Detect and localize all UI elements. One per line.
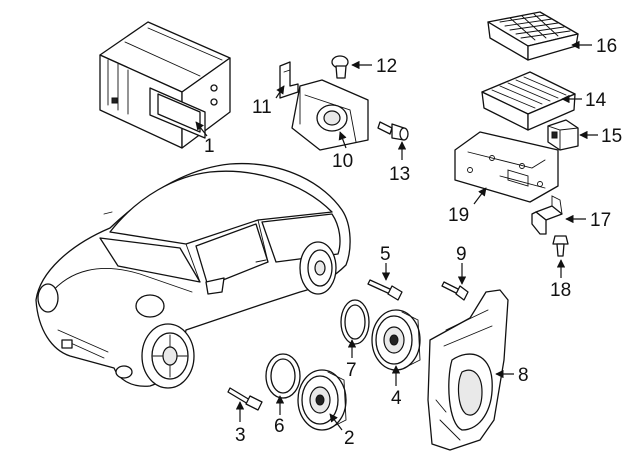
callout-4: 4 [391, 388, 402, 409]
callout-15: 15 [601, 126, 622, 147]
bolt-13 [377, 121, 409, 141]
callout-9: 9 [456, 244, 467, 265]
callout-2: 2 [344, 428, 355, 449]
module-15 [547, 119, 579, 151]
ring-6 [265, 353, 301, 399]
bracket-19 [454, 131, 559, 203]
radio-head-unit [99, 21, 231, 149]
module-16 [487, 11, 579, 61]
callout-13: 13 [389, 164, 410, 185]
callout-5: 5 [380, 244, 391, 265]
callout-7: 7 [346, 360, 357, 381]
callout-16: 16 [596, 36, 617, 57]
callout-19: 19 [448, 205, 469, 226]
callout-12: 12 [376, 56, 397, 77]
car-body [35, 162, 351, 389]
callout-14: 14 [585, 90, 607, 111]
screw-9 [441, 281, 469, 301]
enclosure-8 [427, 289, 509, 451]
callout-17: 17 [590, 210, 611, 231]
callout-8: 8 [518, 365, 529, 386]
callout-11: 11 [252, 97, 272, 118]
callout-6: 6 [274, 416, 285, 437]
ring-7 [340, 299, 370, 345]
callout-18: 18 [550, 280, 571, 301]
callout-3: 3 [235, 425, 246, 446]
speaker-2 [297, 369, 347, 431]
bracket-11 [279, 61, 299, 99]
leader-lines [195, 40, 598, 431]
speaker-4 [371, 309, 421, 371]
bolt-18 [552, 235, 569, 257]
speaker-housing-10 [291, 79, 369, 151]
callout-10: 10 [332, 151, 353, 172]
bracket-17 [531, 195, 563, 235]
screw-12 [331, 55, 349, 79]
callout-numbers: 1 2 3 4 5 6 7 8 9 10 11 12 13 14 15 16 1… [204, 36, 622, 449]
screw-5 [367, 279, 403, 301]
callout-1: 1 [204, 136, 215, 157]
screw-3 [227, 387, 263, 411]
